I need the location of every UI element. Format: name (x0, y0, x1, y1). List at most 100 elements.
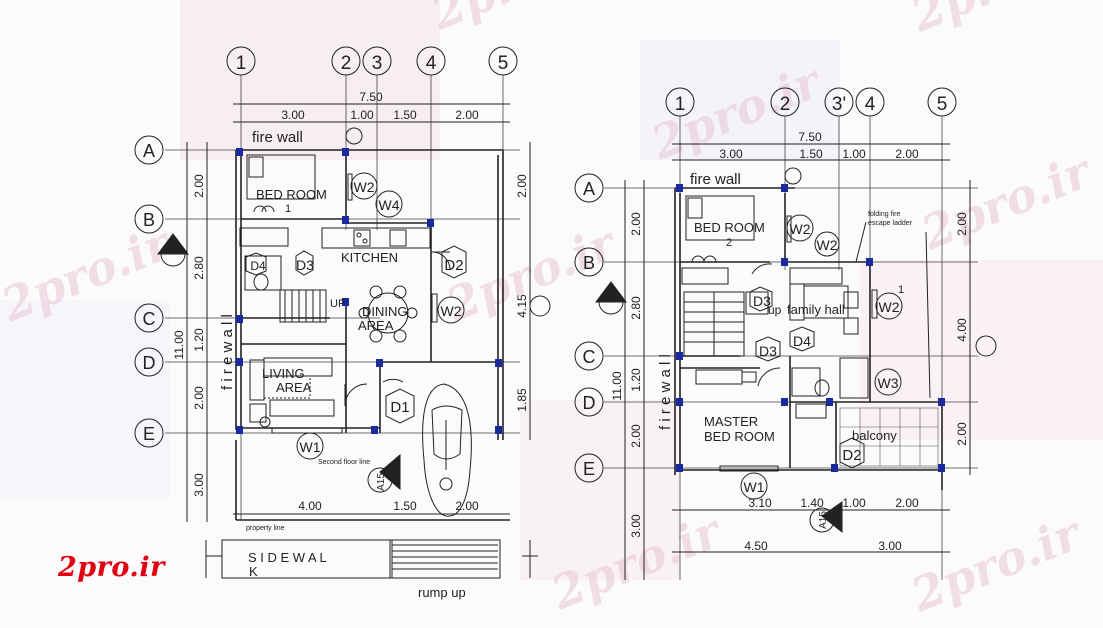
room-label: MASTER (704, 414, 758, 429)
note-label: escape ladder (868, 220, 913, 227)
site-logo: 2pro.ir (58, 552, 165, 583)
grid-label: A (143, 141, 155, 161)
dimension-text: 2.00 (192, 174, 206, 198)
room-number: 1 (898, 284, 904, 296)
tag-label: D3 (759, 343, 777, 359)
grid-row-bubbles: A B C D E (134, 135, 164, 448)
dimension-text: 7.50 (798, 130, 822, 144)
fire-wall-side-label: f i r e w a l l (219, 314, 236, 390)
note-label: property line (246, 525, 285, 532)
stair-up-label: UP (330, 298, 345, 310)
dimension-text: 4.50 (744, 539, 768, 553)
room-label: AREA (358, 318, 394, 333)
room-label: LIVING (262, 366, 305, 381)
note-label: Second floor line (318, 459, 370, 466)
grid-label: E (143, 424, 155, 444)
dimension-text: 4.00 (298, 499, 322, 513)
left-dimensions: 2.00 2.80 1.20 2.00 3.00 11.00 (172, 142, 208, 522)
structural-columns (676, 184, 945, 472)
dimension-text: 2.00 (955, 212, 969, 236)
tag-label: W1 (300, 439, 321, 455)
right-dimensions: 2.00 4.00 2.00 (955, 180, 997, 475)
fire-wall-label: fire wall (252, 129, 303, 146)
grid-label: D (143, 353, 156, 373)
balcony-tiles (839, 407, 939, 467)
dimension-text: 1.50 (799, 147, 823, 161)
north-arrow-icon (595, 281, 627, 315)
element-tags: W2 W2 D3 D3 D4 W3 W2 D2 W1 (719, 214, 903, 500)
room-label: BED ROOM (704, 429, 775, 444)
stair (683, 263, 773, 357)
tag-label: W2 (441, 303, 462, 319)
car-drawing (422, 383, 472, 517)
room-label: balcony (852, 428, 897, 443)
room-label: KITCHEN (341, 250, 398, 265)
grid-label: 2 (341, 53, 352, 74)
dimension-text: 2.00 (895, 496, 919, 510)
room-label: AREA (276, 380, 312, 395)
grid-label: 3' (832, 94, 846, 115)
dimension-text: 3.00 (719, 147, 743, 161)
right-dimensions: 2.00 4.15 1.85 (515, 142, 551, 440)
dimension-text: 2.00 (955, 422, 969, 446)
tag-label: D3 (296, 257, 314, 273)
grid-label: 5 (498, 53, 509, 74)
dimension-text: 4.00 (955, 318, 969, 342)
dimension-text: 3.10 (748, 496, 772, 510)
dimension-text: 2.00 (895, 147, 919, 161)
grid-label: 5 (937, 94, 948, 115)
grid-label: 2 (780, 94, 791, 115)
grid-label: C (583, 347, 596, 367)
grid-label: 4 (426, 53, 437, 74)
dimension-text: 1.20 (192, 328, 206, 352)
walls (235, 149, 510, 521)
grid-label: B (143, 210, 155, 230)
dimension-text: 1.00 (842, 147, 866, 161)
dimension-text: 3.00 (878, 539, 902, 553)
tag-label: D2 (842, 447, 861, 464)
dimension-text: 2.80 (192, 256, 206, 280)
dining-table (358, 285, 418, 343)
dimension-text: 1.40 (800, 496, 824, 510)
dimension-text: 2.00 (192, 386, 206, 410)
grid-label: 1 (675, 94, 686, 115)
dimension-text: 2.80 (629, 296, 643, 320)
dimension-text: 1.85 (515, 388, 529, 412)
dimension-text: 3.00 (192, 473, 206, 497)
family-hall-furniture (745, 267, 859, 335)
section-marker: A15 (367, 453, 401, 493)
dimension-text: 1.20 (629, 368, 643, 392)
section-label: A15 (376, 473, 387, 491)
bed-furniture (681, 195, 755, 285)
tag-label: W2 (354, 179, 375, 195)
left-dimensions: 2.00 2.80 1.20 2.00 3.00 11.00 (610, 180, 645, 580)
dimension-text: 1.00 (350, 108, 374, 122)
tag-label: D2 (444, 257, 463, 274)
door-swings (344, 251, 451, 407)
grid-row-bubbles: A B C D E (574, 173, 604, 483)
side-wall-label: K (249, 564, 258, 579)
grid-label: 4 (865, 94, 876, 115)
room-number: 2 (726, 237, 732, 249)
element-tags: W2 W4 D3 D2 W2 D1 W1 D4 (245, 172, 467, 460)
tag-label: D3 (753, 293, 771, 309)
dimension-text: 11.00 (172, 330, 186, 359)
tag-label: D1 (390, 399, 409, 416)
dimension-text: 2.00 (515, 174, 529, 198)
bed-furniture (239, 154, 316, 247)
tag-label: W1 (744, 479, 765, 495)
dimension-text: 7.50 (359, 90, 383, 104)
grid-label: A (583, 179, 595, 199)
room-label: family hall (787, 302, 845, 317)
dimension-text: 2.00 (455, 499, 479, 513)
grid-column-bubbles: 1 2 3' 4 5 (665, 87, 957, 117)
section-label: A15 (818, 511, 829, 529)
tag-label: W2 (817, 237, 838, 253)
sofa-set (249, 357, 335, 423)
dimension-text: 3.00 (281, 108, 305, 122)
stair (244, 255, 327, 323)
dimension-text: 4.15 (515, 294, 529, 318)
